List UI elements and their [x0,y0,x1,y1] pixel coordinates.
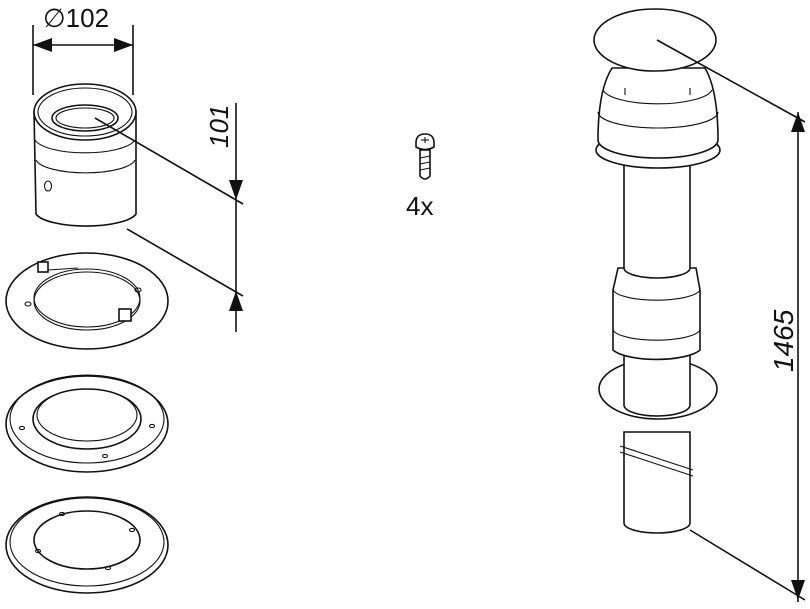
dimension-length [656,39,806,602]
dimension-diameter [32,25,134,95]
dimension-height [94,103,244,332]
wall-rosette [5,374,169,473]
screw-count-label: 4x [406,191,433,221]
diameter-label: ∅102 [43,3,109,33]
adapter-part [33,83,137,227]
cover-ring [5,496,169,594]
height-label: 101 [204,105,234,148]
length-label: 1465 [768,309,799,372]
screw-icon [415,133,435,180]
roof-terminal [593,8,721,534]
clamp-ring [5,252,169,350]
